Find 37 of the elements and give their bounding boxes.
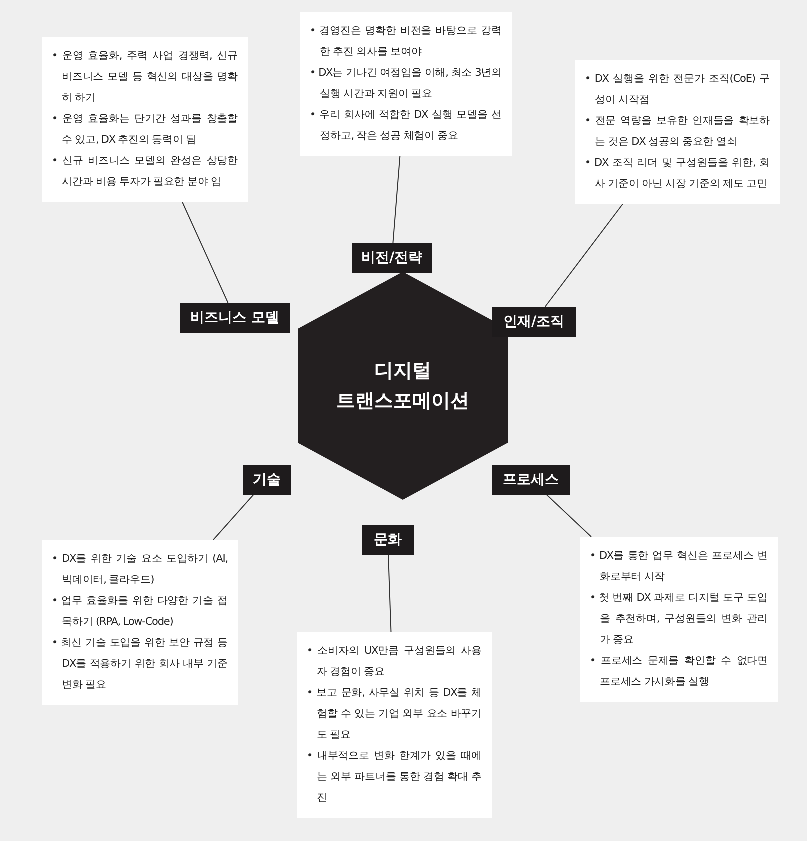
connector-line [546, 494, 592, 538]
bullet-point: • 경영진은 명확한 비전을 바탕으로 강력한 추진 의사를 보여야 [310, 24, 502, 60]
bullet-point: • 첫 번째 DX 과제로 디지털 도구 도입을 추천하며, 구성원들의 변화 관리가 중요 [590, 591, 768, 648]
category-label: 프로세스 [492, 465, 570, 495]
category-label: 문화 [362, 525, 414, 555]
bullet-point: • 신규 비즈니스 모델의 완성은 상당한 시간과 비용 투자가 필요한 분야 임 [52, 154, 238, 190]
bullet-point: • DX를 위한 기술 요소 도입하기 (AI, 빅데이터, 클라우드) [52, 552, 228, 588]
bullet-point: • 운영 효율화, 주력 사업 경쟁력, 신규 비즈니스 모델 등 혁신의 대상을 명확히 하기 [52, 49, 238, 106]
text-card [575, 60, 780, 204]
category-label: 기술 [243, 465, 291, 495]
bullet-point: • DX는 기나긴 여정임을 이해, 최소 3년의 실행 시간과 지원이 필요 [310, 66, 502, 102]
category-label: 비즈니스 모델 [180, 303, 290, 333]
bullet-point: • 내부적으로 변화 한계가 있을 때에는 외부 파트너를 통한 경험 확대 추진 [307, 749, 482, 806]
category-label: 인재/조직 [492, 307, 576, 337]
center-title: 디지털 트랜스포메이션 [336, 359, 470, 414]
connector-line [213, 494, 254, 540]
bullet-point: • 운영 효율화는 단기간 성과를 창출할 수 있고, DX 추진의 동력이 됨 [52, 112, 238, 148]
bullet-point: • 프로세스 문제를 확인할 수 없다면 프로세스 가시화를 실행 [590, 654, 768, 690]
connector-line [182, 202, 229, 304]
bullet-point: • 소비자의 UX만큼 구성원들의 사용자 경험이 중요 [307, 644, 482, 680]
connector-line [392, 156, 401, 244]
bullet-point: • 전문 역량을 보유한 인재들을 확보하는 것은 DX 성공의 중요한 열쇠 [585, 114, 770, 150]
text-card [297, 632, 492, 818]
category-label: 비전/전략 [352, 243, 432, 273]
text-card [42, 37, 248, 202]
bullet-point: • 업무 효율화를 위한 다양한 기술 접목하기 (RPA, Low-Code) [52, 594, 228, 630]
bullet-point: • DX 조직 리더 및 구성원들을 위한, 회사 기준이 아닌 시장 기준의 제도 고민 [585, 156, 770, 192]
bullet-point: • 최신 기술 도입을 위한 보안 규정 등 DX를 적용하기 위한 회사 내부 기준 변화 필요 [52, 636, 228, 693]
text-card [300, 12, 512, 156]
connector-line [544, 204, 624, 308]
text-card [42, 540, 238, 705]
bullet-point: • 우리 회사에 적합한 DX 실행 모델을 선정하고, 작은 성공 체험이 중요 [310, 108, 502, 144]
bullet-point: • 보고 문화, 사무실 위치 등 DX를 체험할 수 있는 기업 외부 요소 바꾸기도 필요 [307, 686, 482, 743]
connector-line [388, 554, 392, 632]
bullet-point: • DX를 통한 업무 혁신은 프로세스 변화로부터 시작 [590, 549, 768, 585]
bullet-point: • DX 실행을 위한 전문가 조직(CoE) 구성이 시작점 [585, 72, 770, 108]
text-card [580, 537, 778, 702]
